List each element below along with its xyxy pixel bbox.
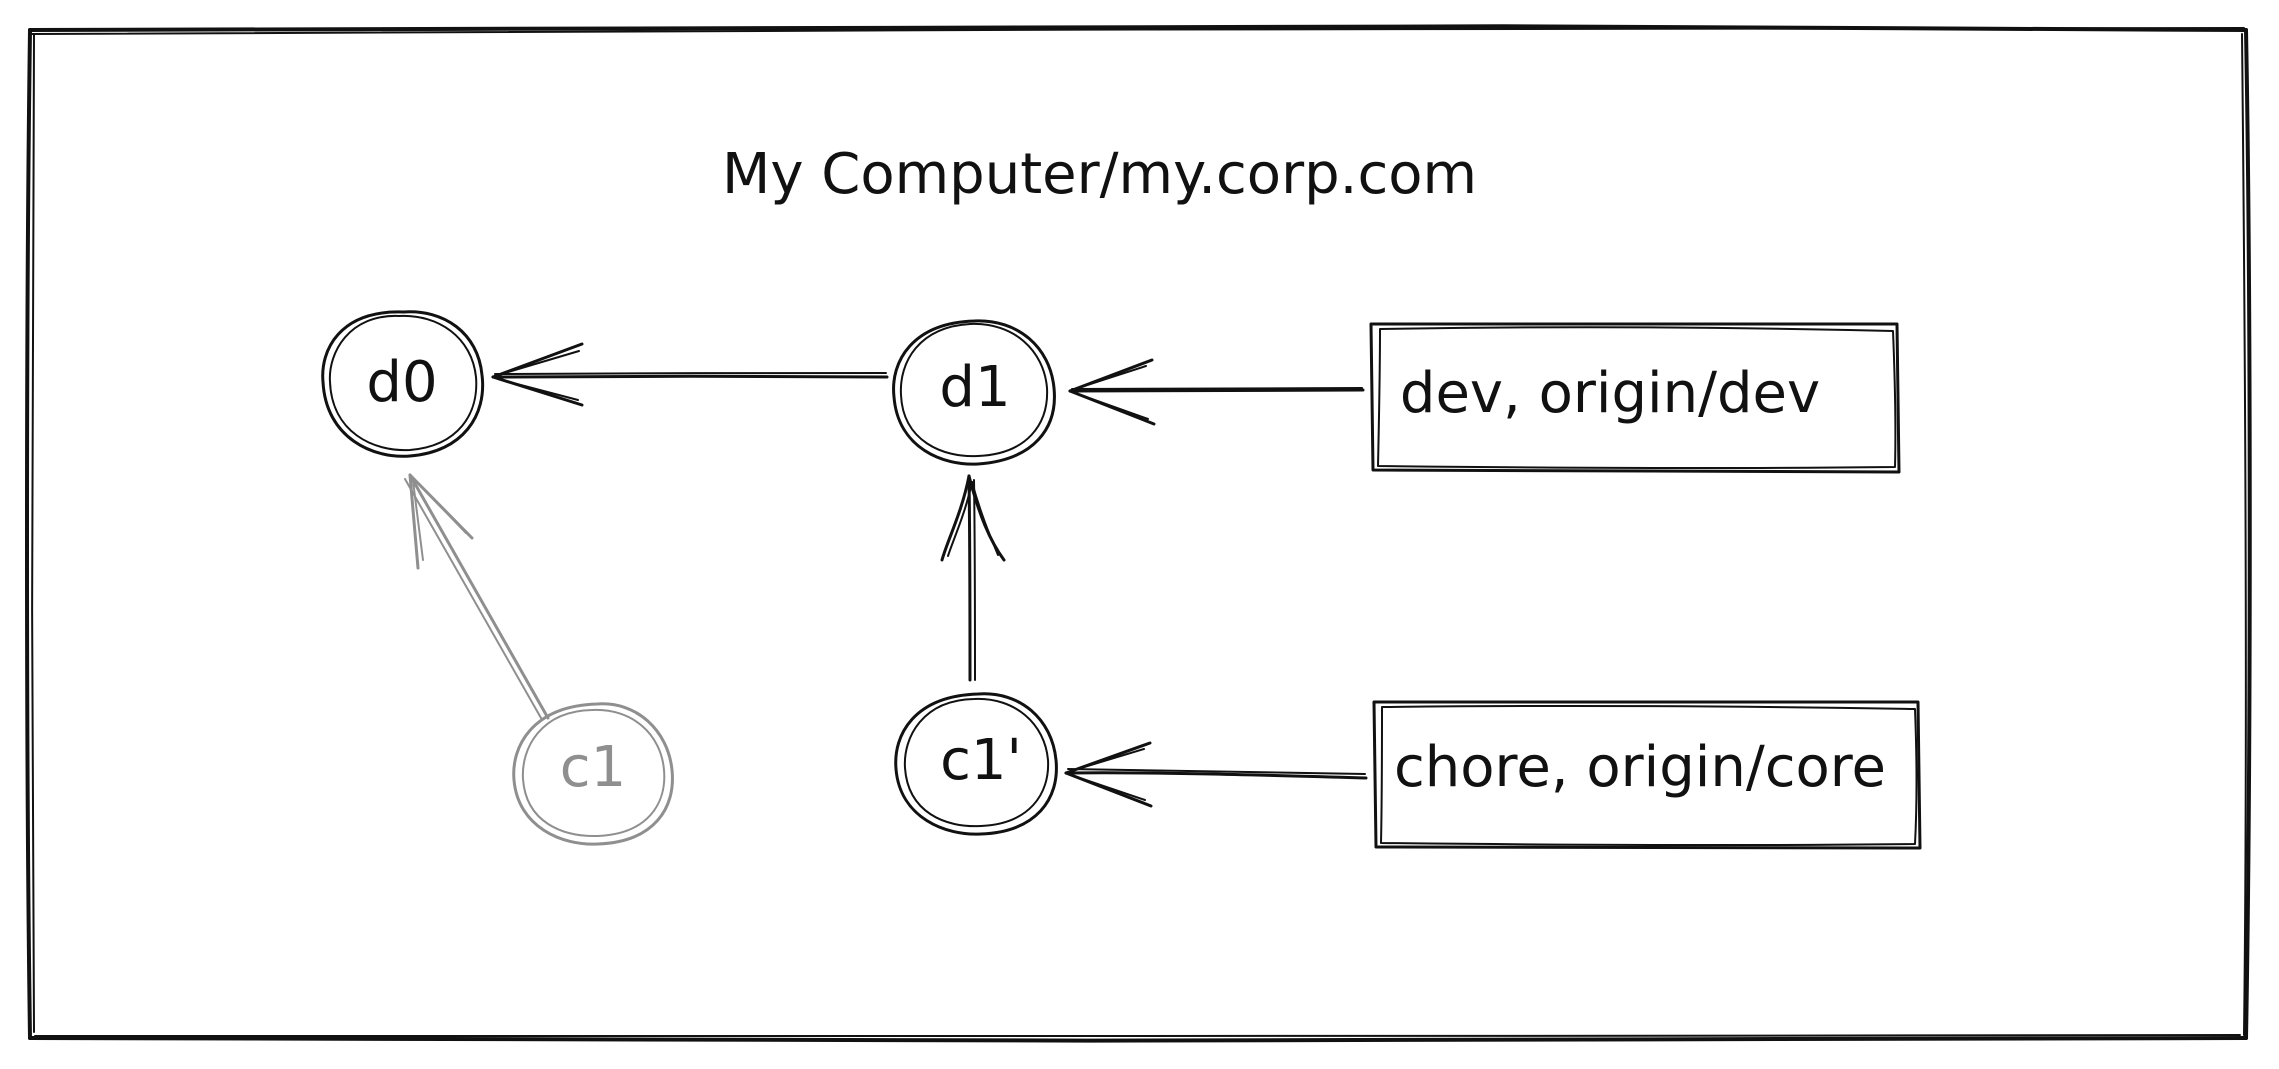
node-d1: d1 <box>892 319 1056 466</box>
node-d0: d0 <box>321 310 485 458</box>
diagram-title: My Computer/my.corp.com <box>722 142 1477 207</box>
branch-label-dev: dev, origin/dev <box>1400 361 1820 426</box>
node-label-c1: c1 <box>560 735 626 800</box>
branch-box-chore: chore, origin/core <box>1372 700 1922 850</box>
branch-box-dev: dev, origin/dev <box>1369 322 1901 474</box>
edge-chore-to-c1-prime <box>1064 741 1368 808</box>
edge-c1-prime-to-d1 <box>940 474 1006 682</box>
edge-c1-to-d0 <box>404 473 550 720</box>
branch-label-chore: chore, origin/core <box>1394 735 1886 800</box>
node-label-d1: d1 <box>939 355 1010 420</box>
edge-dev-to-d1 <box>1068 358 1365 426</box>
node-c1: c1 <box>512 702 674 846</box>
node-c1-prime: c1' <box>894 692 1058 836</box>
node-label-d0: d0 <box>366 350 437 415</box>
node-label-c1-prime: c1' <box>940 728 1022 793</box>
edge-d1-to-d0 <box>491 342 889 407</box>
outer-frame <box>25 23 2252 1043</box>
